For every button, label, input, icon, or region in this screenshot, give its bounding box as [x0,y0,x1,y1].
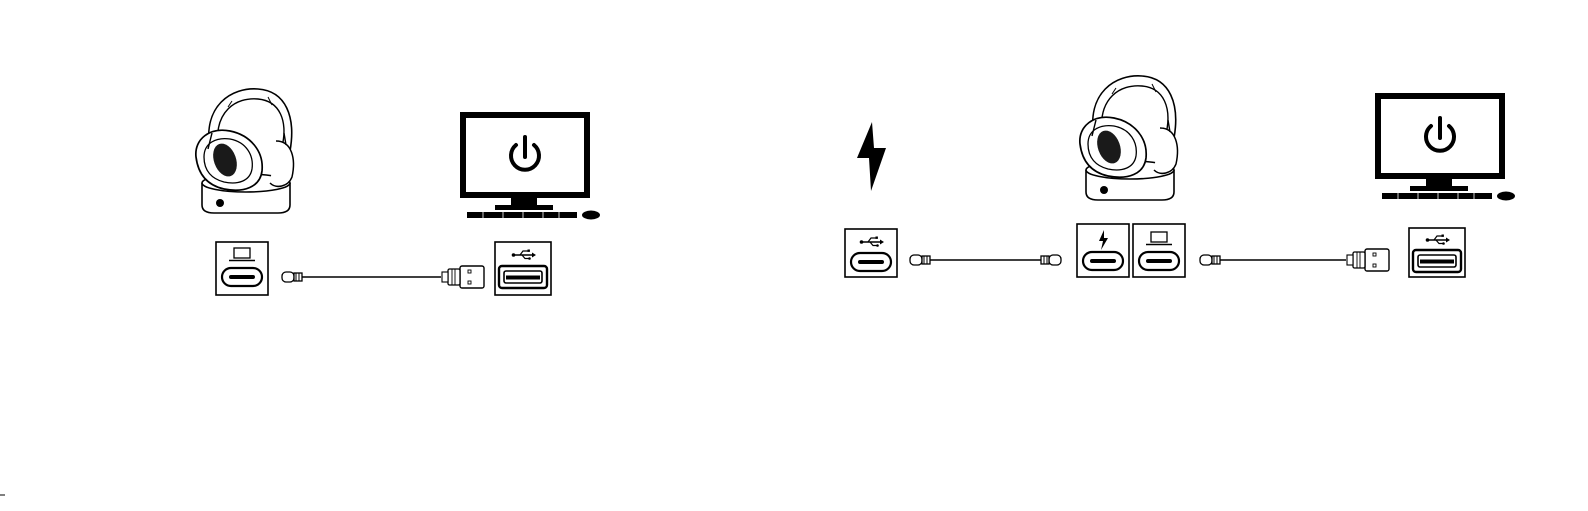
headset-on-dock-illustration [196,89,294,213]
pc-port-box [495,242,551,295]
usb-c-plug [1200,255,1220,265]
dock-port-box-power [1077,224,1129,277]
usb-c-plug [910,255,930,265]
headset-on-dock-illustration [1080,76,1178,200]
usb-a-plug [442,266,484,288]
desktop-computer-power-icon [1378,96,1515,201]
power-port-box [845,229,897,277]
left-panel [196,89,600,295]
usb-c-plug [1041,255,1061,265]
usb-cable-left [282,266,484,288]
dock-port-box-pc [1133,224,1185,277]
right-panel [845,76,1515,277]
usb-c-cable-power [910,255,1061,265]
dock-port-box [216,242,268,295]
lightning-bolt-icon [857,122,886,191]
usb-a-plug [1347,249,1389,271]
desktop-computer-power-icon [463,115,600,220]
usb-cable-right [1200,249,1389,271]
usb-c-plug [282,272,302,282]
pc-port-box [1409,228,1465,277]
